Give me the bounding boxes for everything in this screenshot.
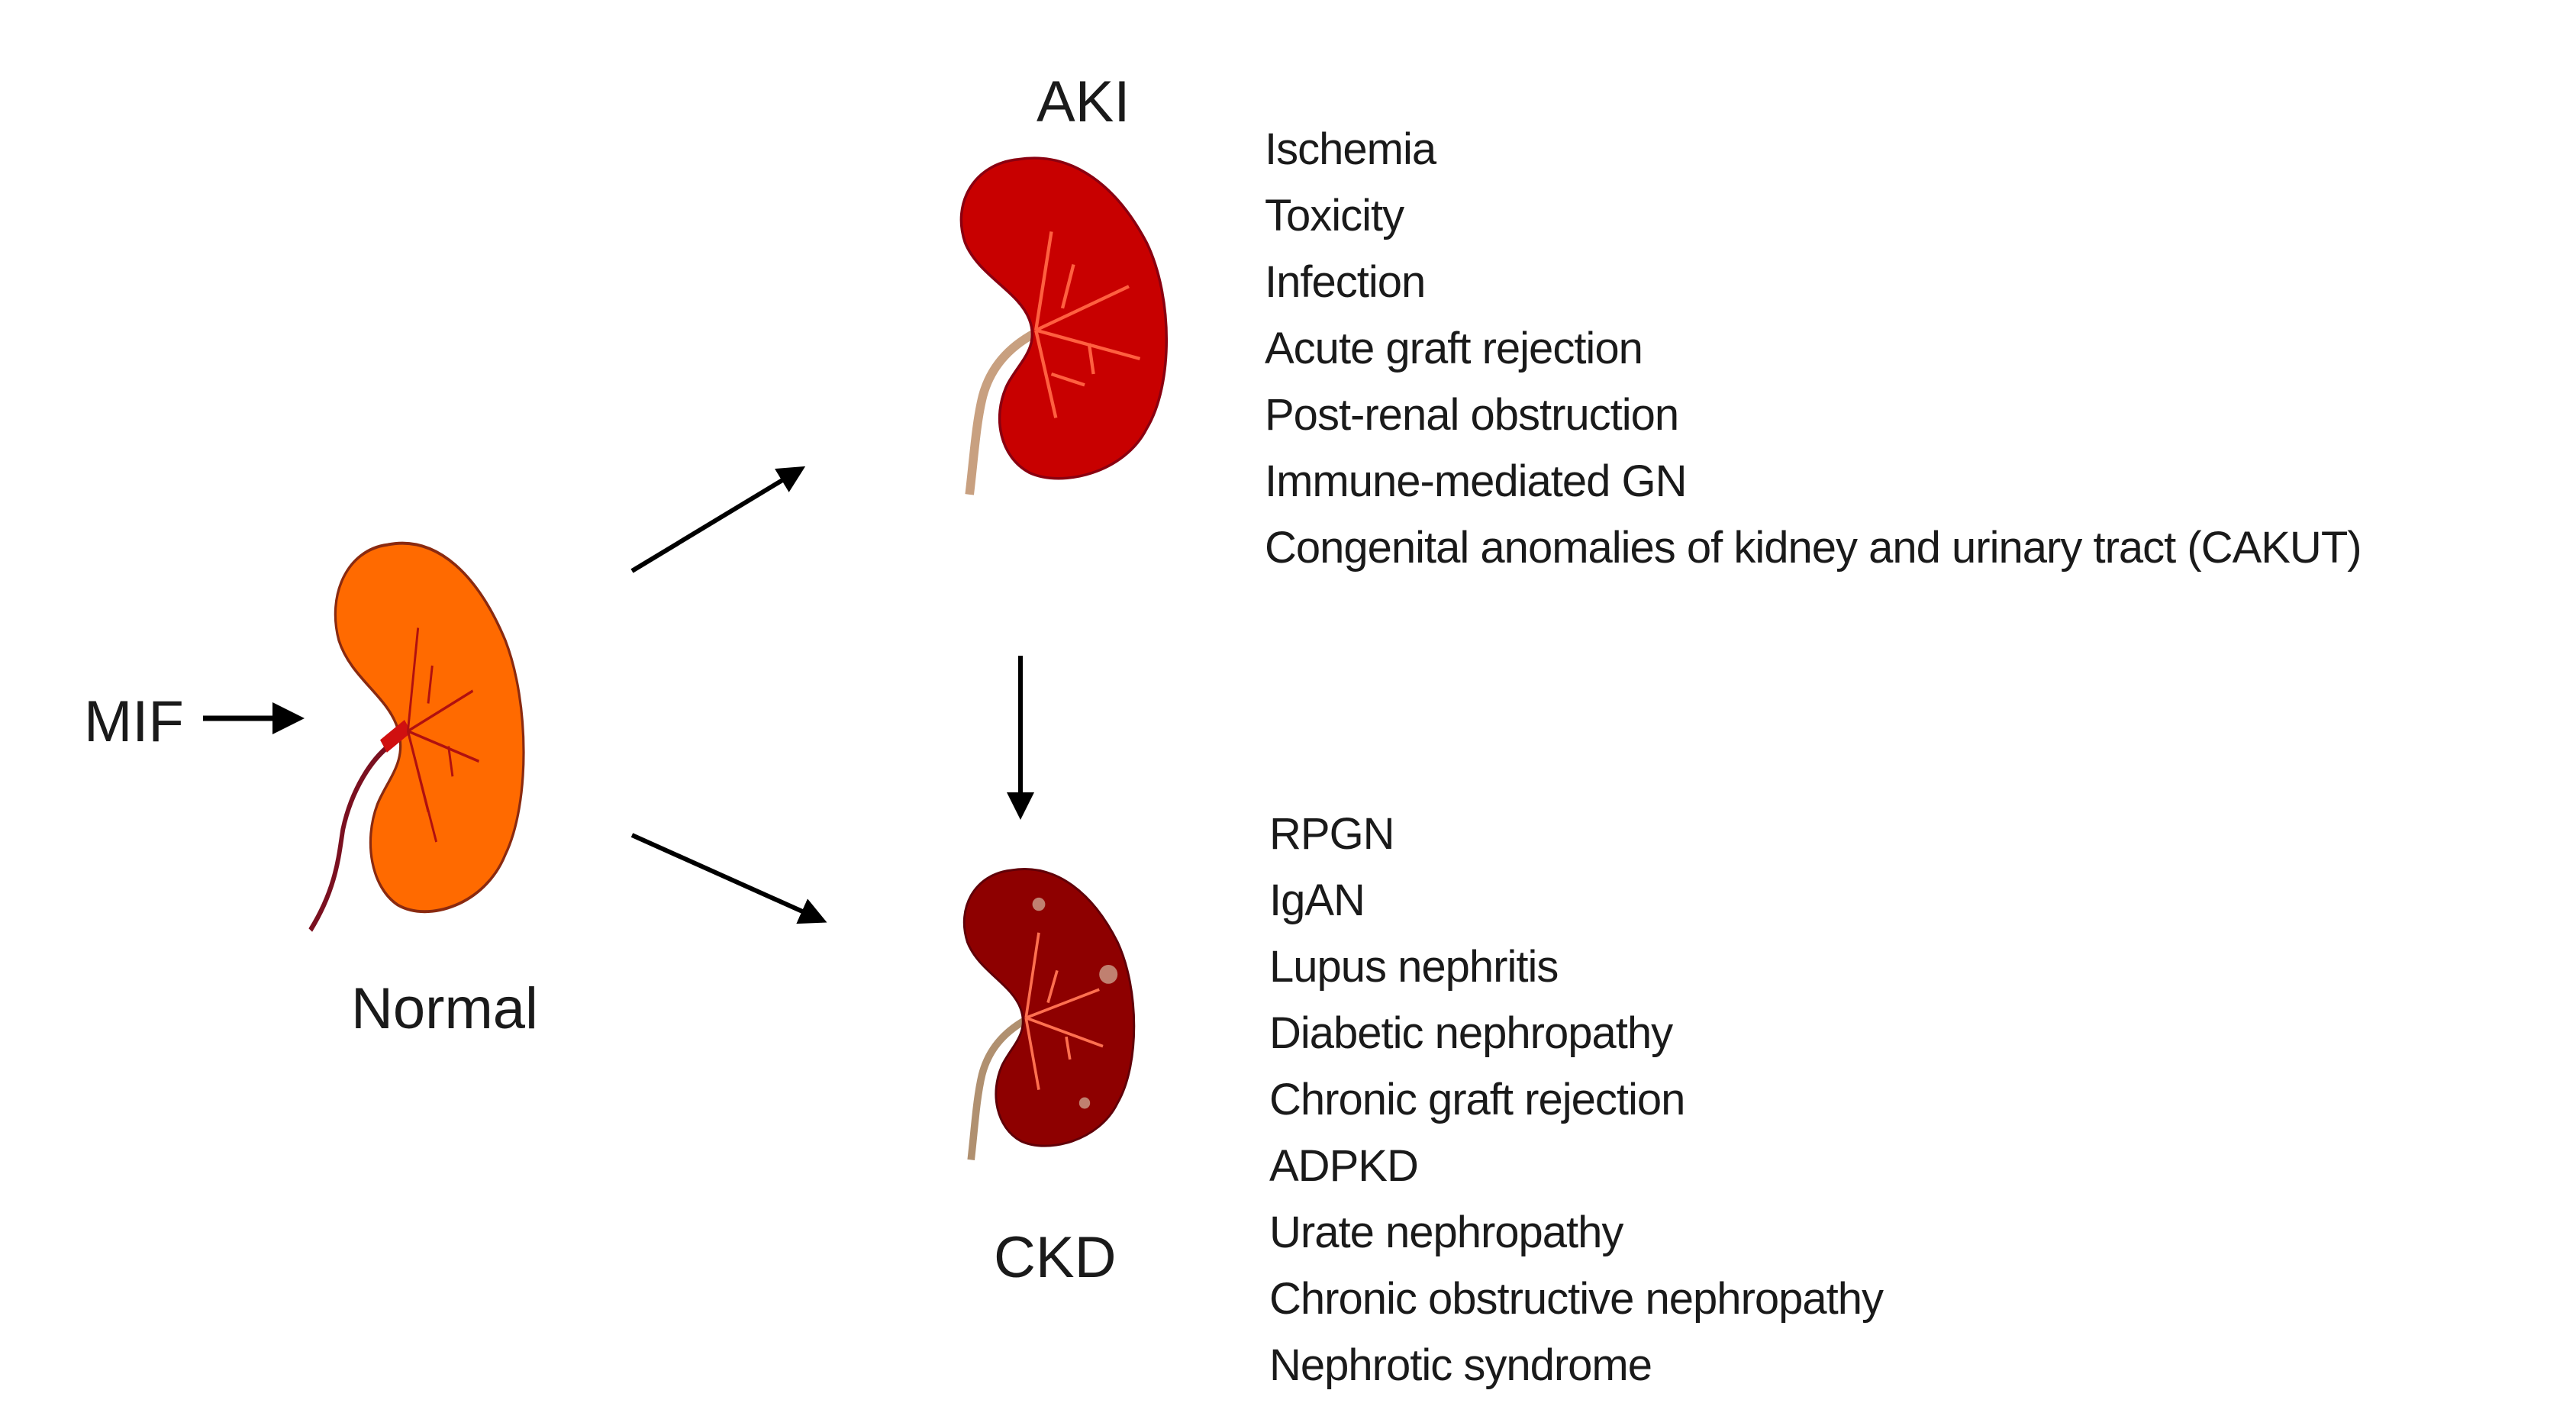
list-item: Congenital anomalies of kidney and urina… (1265, 523, 2362, 573)
normal-label: Normal (351, 976, 538, 1041)
mif-label: MIF (84, 689, 184, 754)
list-item: Chronic obstructive nephropathy (1269, 1274, 1884, 1324)
ckd-label: CKD (994, 1225, 1117, 1290)
list-item: IgAN (1269, 876, 1365, 925)
list-item: Toxicity (1265, 191, 1404, 240)
normal-kidney-icon (308, 541, 526, 932)
cyst-marks (1032, 897, 1118, 1109)
list-item: Nephrotic syndrome (1269, 1340, 1652, 1390)
ckd-causes-list: RPGN IgAN Lupus nephritis Diabetic nephr… (1269, 801, 1884, 1398)
aki-label: AKI (1037, 69, 1130, 134)
list-item: RPGN (1269, 809, 1395, 859)
list-item: Immune-mediated GN (1265, 456, 1688, 506)
list-item: Urate nephropathy (1269, 1208, 1623, 1257)
aki-causes-list: Ischemia Toxicity Infection Acute graft … (1265, 116, 2362, 581)
normal-to-aki-arrow (630, 466, 806, 573)
list-item: Acute graft rejection (1265, 324, 1643, 373)
normal-to-ckd-arrow (630, 833, 827, 924)
aki-kidney-icon (959, 156, 1169, 495)
list-item: Chronic graft rejection (1269, 1075, 1685, 1124)
list-item: Diabetic nephropathy (1269, 1008, 1673, 1058)
list-item: Lupus nephritis (1269, 942, 1559, 992)
list-item: Ischemia (1265, 124, 1436, 174)
list-item: ADPKD (1269, 1141, 1419, 1191)
ckd-kidney-icon (962, 868, 1136, 1160)
list-item: Post-renal obstruction (1265, 390, 1679, 440)
list-item: Infection (1265, 257, 1426, 307)
